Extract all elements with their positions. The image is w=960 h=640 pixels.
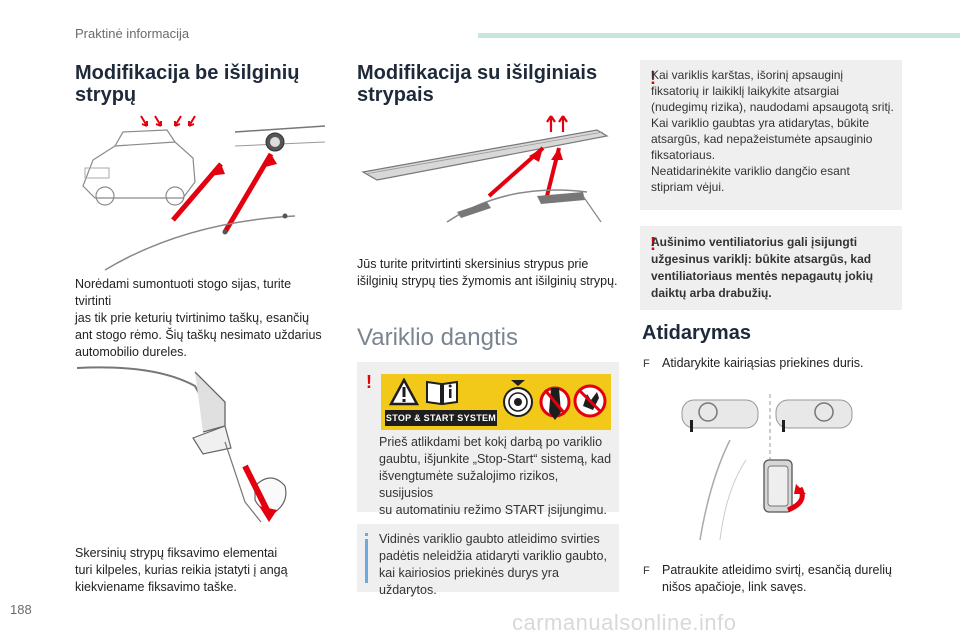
no-hand-icon [573,384,607,418]
fan-warning-text: Aušinimo ventiliatorius gali įsijungti u… [651,235,874,300]
title-without-rails: Modifikacija be išilginių strypų [75,62,300,106]
fan-warning-box: ! Aušinimo ventiliatorius gali įsijungti… [640,226,902,310]
col1-paragraph-1: Norėdami sumontuoti stogo sijas, turite … [75,277,322,359]
hot-engine-warning-box: ! Kai variklis karštas, išorinį apsaugin… [640,60,902,210]
title-with-rails: Modifikacija su išilginiais strypais [357,62,598,106]
longitudinal-rail-illustration [361,115,609,223]
fan-hazard-icon [503,380,533,417]
step-1-text: Atidarykite kairiąsias priekines duris. [662,356,864,370]
opening-title: Atidarymas [642,322,751,344]
stop-start-label: STOP & START SYSTEM [385,410,497,426]
no-tie-icon [539,386,571,420]
warning-icon: ! [366,372,372,392]
info-icon [365,533,368,536]
page-number: 188 [10,602,32,617]
bullet-icon: F [643,358,650,370]
stop-start-warning-text: Prieš atlikdami bet kokį darbą po varikl… [379,435,612,517]
hood-release-lever-illustration [681,394,853,540]
warning-icon: ! [650,68,656,88]
safety-pictogram-strip: STOP & START SYSTEM [381,374,611,430]
col1-paragraph-2: Skersinių strypų fiksavimo elementai tur… [75,546,288,594]
hood-title: Variklio dangtis [357,324,518,351]
header-bar [478,33,960,38]
warning-triangle-icon [389,378,419,406]
manual-book-icon [426,380,458,406]
car-roof-mounting-points-illustration [82,115,326,271]
hot-engine-warning-text: Kai variklis karštas, išorinį apsauginį … [651,68,894,194]
rail-clamp-illustration [76,366,287,523]
watermark: carmanualsonline.info [512,610,737,635]
info-bar [365,539,368,583]
lever-info-box: Vidinės variklio gaubto atleidimo svirti… [357,524,619,597]
step-2-text: Patraukite atleidimo svirtį, esančią dur… [662,563,892,594]
section-label: Praktinė informacija [75,26,190,41]
lever-info-text: Vidinės variklio gaubto atleidimo svirti… [379,532,607,597]
warning-icon: ! [650,234,656,254]
bullet-icon: F [643,565,650,577]
col2-paragraph-1: Jūs turite pritvirtinti skersinius stryp… [357,257,618,288]
